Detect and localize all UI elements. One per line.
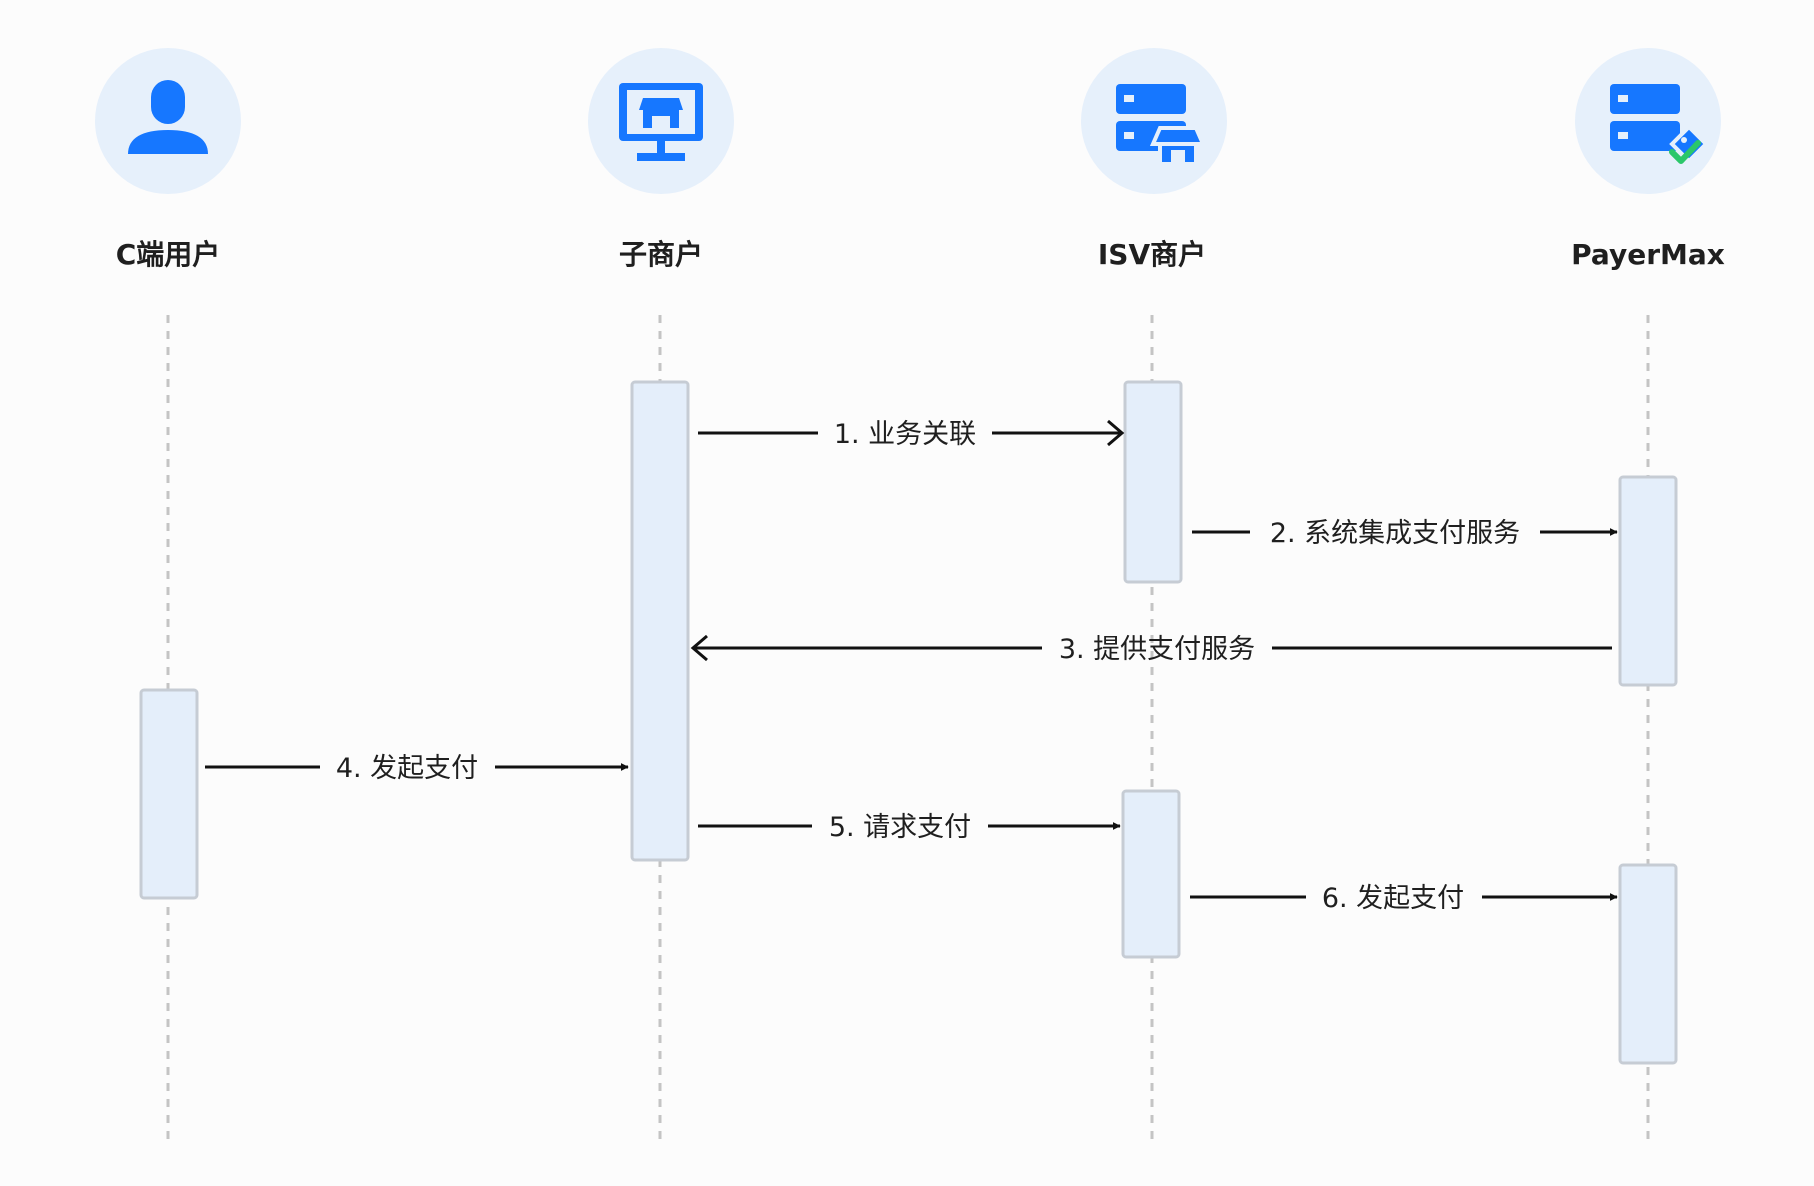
message-6: 6. 发起支付: [1190, 883, 1618, 914]
message-1: 1. 业务关联: [698, 419, 1125, 450]
monitor-store-icon: [619, 83, 703, 161]
actor-name: C端用户: [116, 238, 221, 271]
server-store-icon: [1116, 84, 1207, 166]
actor-isv-merchant: ISV商户: [1081, 48, 1227, 1145]
message-label: 6. 发起支付: [1322, 883, 1464, 914]
activation-payermax-1: [1618, 475, 1678, 687]
activation-payermax-2: [1618, 863, 1678, 1065]
message-2: 2. 系统集成支付服务: [1192, 518, 1618, 549]
activation-isv-merchant-1: [1123, 380, 1183, 584]
message-label: 2. 系统集成支付服务: [1270, 518, 1520, 549]
message-5: 5. 请求支付: [698, 812, 1121, 843]
open-arrowhead: [690, 634, 708, 662]
activation-isv-merchant-2: [1121, 789, 1181, 959]
server-check-icon: [1610, 84, 1709, 164]
message-3: 3. 提供支付服务: [690, 634, 1612, 665]
actor-sub-merchant: 子商户: [588, 48, 734, 1145]
message-4: 4. 发起支付: [205, 753, 629, 784]
activation-sub-merchant: [630, 380, 690, 862]
actor-name: 子商户: [619, 238, 703, 271]
message-label: 5. 请求支付: [829, 812, 971, 843]
actor-name: PayerMax: [1571, 238, 1725, 271]
actor-payermax: PayerMax: [1571, 48, 1725, 1145]
actor-c-user: C端用户: [95, 48, 241, 1145]
message-label: 3. 提供支付服务: [1059, 634, 1255, 665]
user-icon: [128, 80, 208, 154]
message-label: 4. 发起支付: [336, 753, 478, 784]
message-label: 1. 业务关联: [834, 419, 976, 450]
activation-c-user: [139, 688, 199, 900]
actor-name: ISV商户: [1098, 238, 1206, 271]
open-arrowhead: [1107, 419, 1125, 447]
